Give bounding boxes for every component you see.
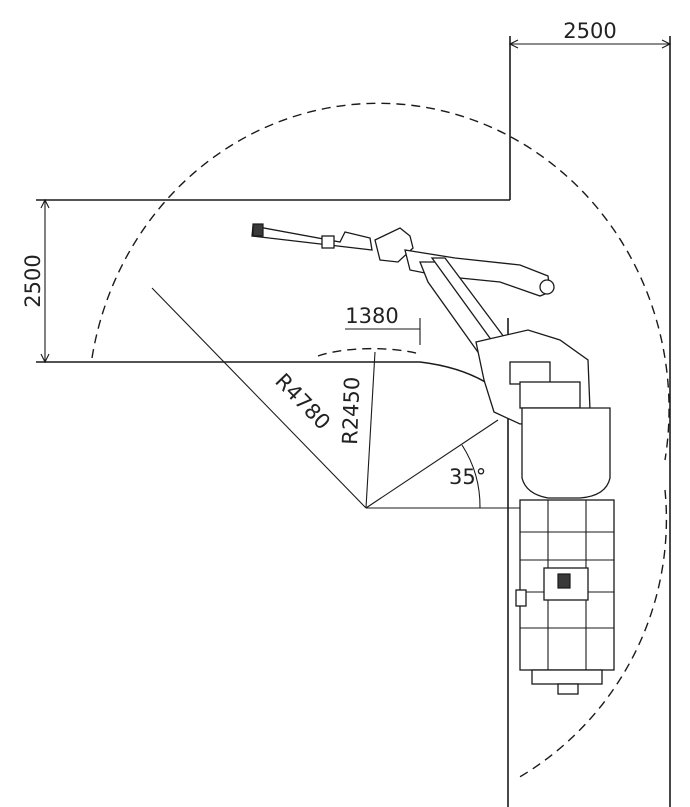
carrier xyxy=(515,407,615,695)
drill-bit-holder xyxy=(252,223,264,237)
boom-head-joint xyxy=(374,227,414,263)
inner-radius-arc xyxy=(317,347,421,357)
feed-clamp xyxy=(321,235,335,249)
inner-radius-line xyxy=(365,351,376,509)
left-width-label: 2500 xyxy=(21,254,45,307)
left-width-dimension: 2500 xyxy=(21,198,50,364)
offset-label: 1380 xyxy=(345,304,398,328)
boom-mount xyxy=(519,381,581,409)
rear-bumper xyxy=(531,669,603,685)
top-width-dimension: 2500 xyxy=(508,19,672,49)
boom-slew-box xyxy=(509,361,551,385)
angle-ray xyxy=(365,419,499,509)
outer-radius-arc-lower xyxy=(517,489,668,779)
angle-arc xyxy=(461,444,481,509)
drill-feed-beam xyxy=(251,225,373,251)
outer-radius-arc xyxy=(91,102,670,461)
outer-radius-line xyxy=(151,287,367,509)
top-width-label: 2500 xyxy=(563,19,616,43)
carrier-front-cab xyxy=(521,407,611,499)
left-mirror xyxy=(515,589,527,607)
inner-radius-label: R2450 xyxy=(338,376,364,445)
offset-dimension: 1380 xyxy=(345,304,421,345)
outer-radius-label: R4780 xyxy=(270,369,335,435)
tow-hitch xyxy=(557,683,579,695)
angle-label: 35° xyxy=(449,465,486,489)
boom-arm xyxy=(251,223,591,425)
boom-end-cylinder xyxy=(539,279,555,295)
turning-arcs xyxy=(91,102,670,779)
control-unit xyxy=(557,573,571,589)
